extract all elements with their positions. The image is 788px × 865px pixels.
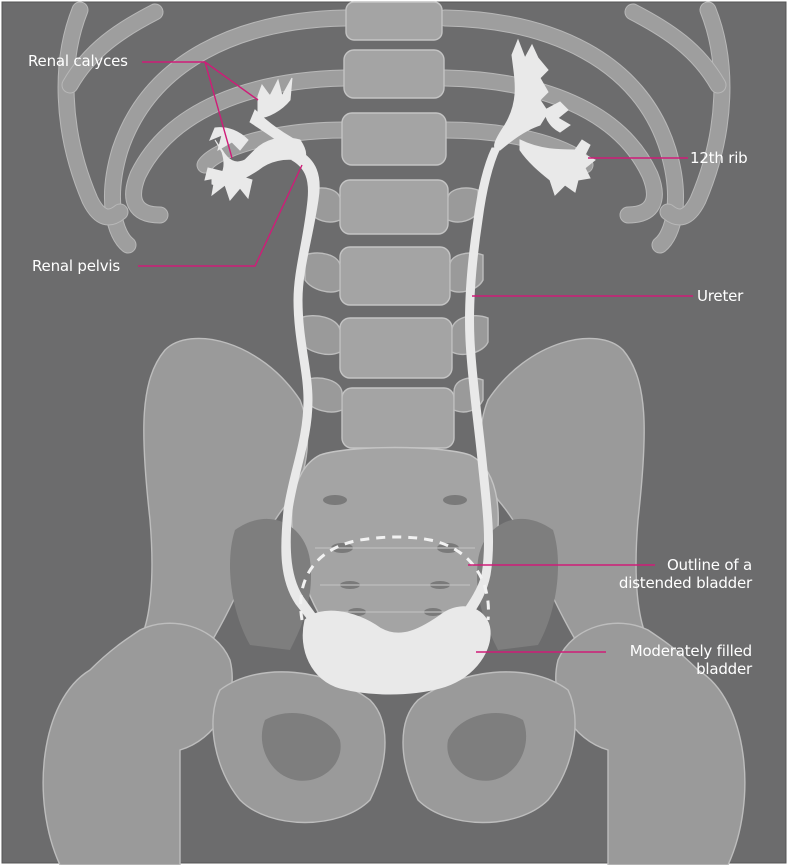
- label-12th-rib: 12th rib: [690, 149, 748, 167]
- label-renal-pelvis: Renal pelvis: [32, 257, 120, 275]
- label-distended-line1: Outline of a: [594, 556, 752, 574]
- label-filled-bladder: Moderately filled bladder: [594, 642, 752, 678]
- label-renal-calyces: Renal calyces: [28, 52, 128, 70]
- label-distended-bladder: Outline of a distended bladder: [594, 556, 752, 592]
- label-filled-line2: bladder: [594, 660, 752, 678]
- label-filled-line1: Moderately filled: [594, 642, 752, 660]
- label-ureter: Ureter: [697, 287, 743, 305]
- label-distended-line2: distended bladder: [594, 574, 752, 592]
